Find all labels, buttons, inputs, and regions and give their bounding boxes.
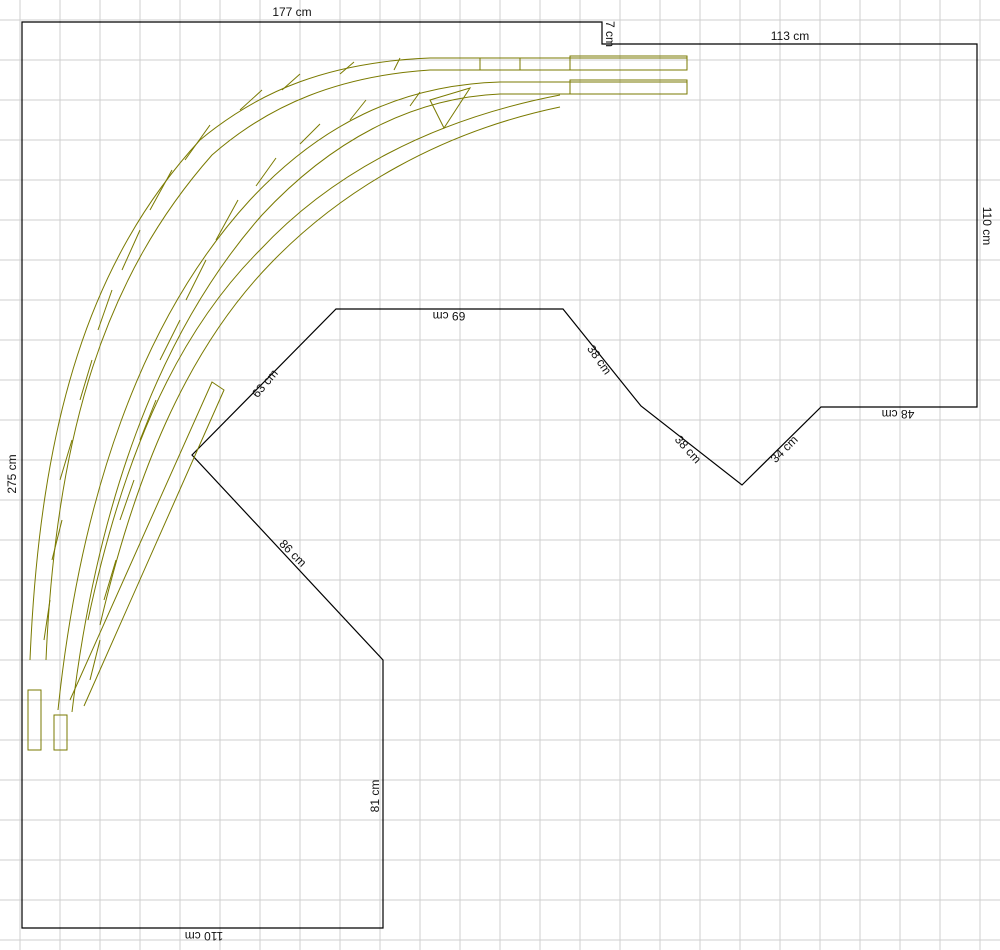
track-outer-rail-b [45, 69, 687, 661]
dim-top: 177 cm [272, 5, 311, 19]
dim-diag-c: 38 cm [584, 342, 614, 377]
dim-step: 7 cm [603, 21, 617, 47]
dim-right: 110 cm [980, 207, 994, 245]
track-ties [43, 57, 521, 681]
room-outline [21, 21, 978, 929]
dim-lower-right: 81 cm [368, 780, 382, 813]
turnout-top [429, 55, 688, 130]
dim-lower-diag: 86 cm [276, 537, 309, 570]
track-layout [27, 55, 688, 751]
track-outer-rail-c [27, 689, 42, 751]
track-inner-rail-b [71, 93, 687, 713]
track-inner-rail-a [57, 81, 687, 711]
dim-inner-top: 69 cm [433, 309, 466, 323]
track-siding [69, 381, 225, 707]
dim-top-right: 113 cm [771, 29, 809, 43]
dim-left: 275 cm [5, 454, 19, 493]
track-third-rail-b [99, 106, 561, 626]
dim-diag-b: 38 cm [672, 432, 704, 466]
dim-inner-diag: 63 cm [249, 366, 281, 400]
track-third-rail-a [87, 94, 561, 621]
dim-right-bottom: 48 cm [882, 407, 915, 421]
dim-diag-a: 34 cm [768, 433, 801, 466]
track-inner-rail-c [53, 714, 68, 751]
dim-bottom: 110 cm [185, 929, 223, 943]
